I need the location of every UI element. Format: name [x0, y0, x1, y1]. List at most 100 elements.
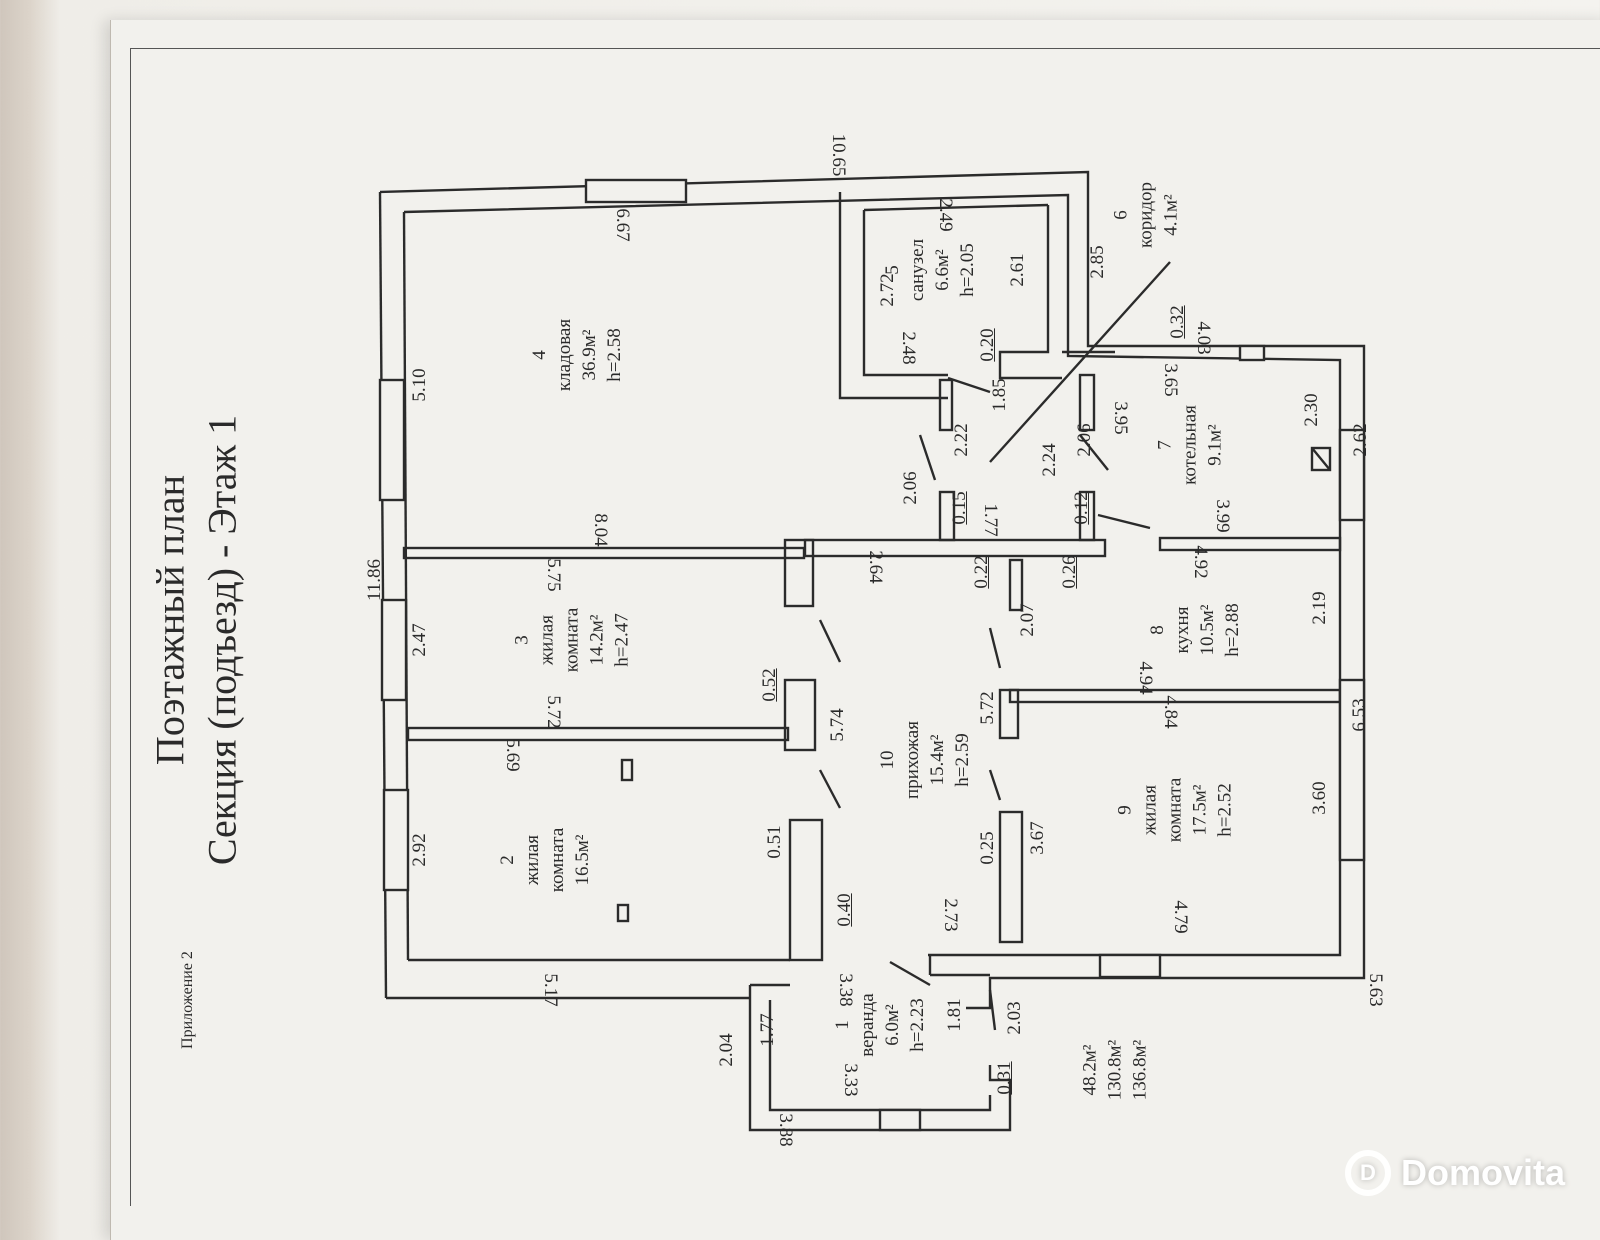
dim-label: 5.72: [543, 695, 564, 729]
dim-label: 0.25: [977, 831, 998, 865]
dim-label: 0.22: [971, 555, 992, 589]
dim-label: 8.04: [590, 513, 611, 547]
dim-label: 5.10: [409, 368, 430, 402]
pillar-g: [1078, 373, 1096, 432]
bathroom-wall-inner: [862, 210, 948, 377]
dim-label: 3.99: [1212, 499, 1233, 533]
dim-label: 1.77: [980, 503, 1001, 537]
dim-label: 2.24: [1039, 443, 1060, 477]
dim-label: 2.92: [409, 833, 430, 867]
dim-label: 2.61: [1007, 253, 1028, 287]
dim-label: 5.17: [540, 973, 561, 1007]
dim-label: 2.47: [409, 623, 430, 657]
dim-label: 2.85: [1087, 245, 1108, 279]
dim-label: 3.95: [1110, 401, 1131, 435]
dim-label: 0.15: [949, 491, 970, 525]
plan-title: Поэтажный план: [147, 474, 193, 766]
paper-sheet: [110, 20, 1600, 1240]
dim-label: 3.88: [775, 1113, 796, 1147]
window-veranda: [878, 1108, 922, 1132]
floor-plan-walls: [378, 170, 1366, 1132]
dim-label: 2.64: [865, 550, 886, 584]
dim-label: 4.79: [1170, 900, 1191, 934]
dim-label: 2.30: [1301, 393, 1322, 427]
dim-label: 0.26: [1059, 555, 1080, 589]
dim-label: 0.52: [759, 668, 780, 702]
pillar-b: [783, 678, 817, 752]
dim-label: 0.40: [834, 893, 855, 927]
window-right-1: [1338, 428, 1366, 522]
dim-label: 3.65: [1160, 363, 1181, 397]
pillar-f: [938, 378, 954, 432]
dim-label: 5.75: [543, 558, 564, 592]
dim-label: 5.69: [502, 738, 523, 772]
dim-label: 6.53: [1349, 698, 1370, 732]
dim-label: 2.22: [951, 423, 972, 457]
dim-label: 2.07: [1017, 603, 1038, 637]
dim-label: 2.06: [900, 471, 921, 505]
pillar-e: [998, 810, 1024, 944]
dim-label: 5.74: [827, 708, 848, 742]
dim-label: 2.19: [1309, 591, 1330, 625]
dim-label: 1.77: [757, 1013, 778, 1047]
outer-wall-inner-line: [403, 193, 1342, 957]
window-boiler: [1238, 344, 1266, 362]
dim-label: 4.94: [1135, 661, 1156, 695]
dim-label: 3.60: [1309, 781, 1330, 815]
pillar-j: [1078, 490, 1096, 542]
dim-label: 0.32: [1167, 305, 1188, 339]
domovita-logo-icon: D: [1345, 1150, 1391, 1196]
plan-subtitle: Секция (подъезд) - Этаж 1: [199, 414, 245, 866]
pillar-d: [998, 688, 1020, 740]
window-left-3: [382, 788, 410, 892]
appendix-label: Приложение 2: [179, 951, 196, 1049]
dim-label: 2.62: [1350, 423, 1371, 457]
domovita-watermark: D Domovita: [1345, 1150, 1565, 1196]
dim-label: 4.84: [1160, 695, 1181, 729]
dim-label: 4.03: [1193, 321, 1214, 355]
dim-label: 2.48: [898, 331, 919, 365]
dim-label: 1.81: [944, 998, 965, 1032]
watermark-text: Domovita: [1401, 1152, 1566, 1193]
dim-label: 2.73: [940, 898, 961, 932]
dim-label: 0.31: [994, 1061, 1015, 1095]
dim-label: 0.12: [1071, 491, 1092, 525]
dim-label: 5.63: [1365, 973, 1386, 1007]
window-top: [584, 178, 688, 204]
partition-hall-top: [803, 538, 1107, 558]
drawing-frame: [130, 48, 1600, 1206]
dim-label: 4.92: [1190, 545, 1211, 579]
window-right-2: [1338, 678, 1366, 862]
dim-label: 2.06: [1074, 423, 1095, 457]
dim-label: 1.85: [989, 378, 1010, 412]
dim-label: 11.86: [364, 558, 385, 602]
veranda-wall-outer: [748, 985, 1012, 1132]
pillar-c: [788, 818, 824, 962]
partition-3-2: [406, 726, 790, 742]
outer-wall-outer-line: [379, 170, 1366, 1010]
partition-7-8: [1158, 536, 1342, 552]
dim-label: 2.72: [877, 273, 898, 307]
dim-label: 2.04: [716, 1033, 737, 1067]
window-bottom: [1098, 953, 1162, 979]
window-left-2: [380, 598, 408, 702]
dim-label: 0.51: [764, 825, 785, 859]
dim-label: 6.67: [612, 208, 633, 242]
window-left-1: [378, 378, 406, 502]
dim-label: 2.03: [1004, 1001, 1025, 1035]
dim-label: 3.33: [840, 1063, 861, 1097]
dim-label: 3.38: [835, 973, 856, 1007]
boiler-symbol: [1310, 446, 1332, 472]
pillar-a: [783, 538, 815, 608]
dim-label: 3.67: [1027, 821, 1048, 855]
dim-label: 10.65: [828, 133, 849, 177]
pillar-h: [1008, 558, 1024, 612]
